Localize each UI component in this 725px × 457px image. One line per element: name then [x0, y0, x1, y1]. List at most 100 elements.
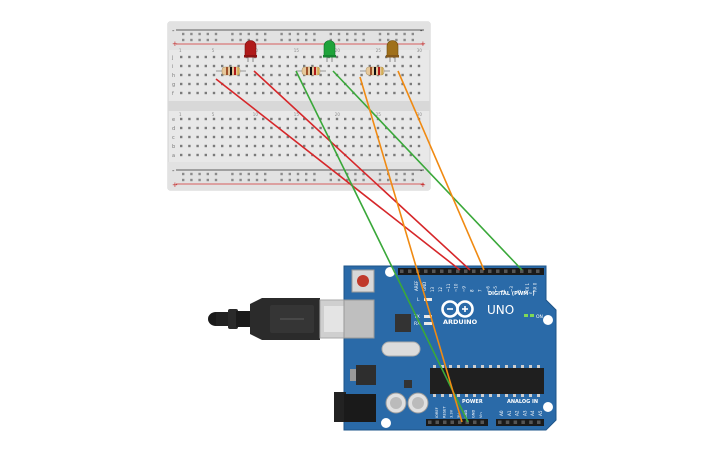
- terminal-hole: [253, 117, 257, 121]
- terminal-hole: [212, 91, 216, 95]
- terminal-hole: [270, 153, 273, 157]
- terminal-hole: [319, 126, 322, 130]
- analog-pin-socket[interactable]: [513, 420, 518, 425]
- terminal-hole: [204, 91, 207, 95]
- terminal-hole: [196, 135, 199, 139]
- digital-pin-socket[interactable]: [400, 269, 404, 274]
- terminal-hole: [286, 64, 289, 68]
- column-number: 25: [376, 48, 382, 53]
- terminal-hole: [335, 117, 339, 121]
- digital-pin-socket[interactable]: [504, 269, 508, 274]
- terminal-hole: [368, 91, 371, 95]
- digital-pin-socket[interactable]: [480, 269, 484, 274]
- terminal-hole: [401, 126, 404, 130]
- rail-hole: [354, 38, 357, 42]
- digital-pin-socket[interactable]: [512, 269, 516, 274]
- dc-power-jack: [334, 392, 346, 422]
- power-header: [426, 419, 488, 426]
- power-pin-label: 3.3V: [450, 409, 454, 418]
- terminal-hole: [286, 126, 289, 130]
- terminal-hole: [286, 91, 289, 95]
- terminal-hole: [376, 126, 380, 130]
- reset-button-cap[interactable]: [357, 275, 369, 287]
- terminal-hole: [262, 73, 265, 77]
- wires: [215, 70, 523, 423]
- power-pin-label: GND: [464, 410, 468, 418]
- digital-pin-socket[interactable]: [520, 269, 524, 274]
- digital-pin-socket[interactable]: [472, 269, 476, 274]
- terminal-hole: [327, 82, 330, 86]
- analog-pin-socket[interactable]: [521, 420, 525, 425]
- terminal-hole: [401, 73, 404, 77]
- analog-pin-socket[interactable]: [505, 420, 510, 425]
- mcu-pin: [521, 365, 524, 368]
- terminal-hole: [335, 64, 339, 68]
- analog-label: ANALOG IN: [507, 399, 538, 405]
- terminal-hole: [376, 55, 380, 59]
- power-pin-socket[interactable]: [435, 420, 440, 425]
- terminal-hole: [204, 153, 207, 157]
- terminal-hole: [294, 91, 298, 95]
- voltage-regulator: [356, 365, 376, 385]
- mcu-pin: [433, 394, 436, 397]
- power-pin-socket[interactable]: [480, 420, 485, 425]
- terminal-hole: [385, 82, 388, 86]
- terminal-hole: [262, 91, 265, 95]
- digital-pin-socket[interactable]: [432, 269, 436, 274]
- digital-pin-socket[interactable]: [408, 269, 412, 274]
- digital-pin-socket[interactable]: [528, 269, 532, 274]
- analog-pin-socket[interactable]: [537, 420, 541, 425]
- digital-pin-socket[interactable]: [456, 269, 460, 274]
- analog-pin-socket[interactable]: [498, 420, 502, 425]
- top-rail-plus-label: +: [172, 40, 178, 48]
- terminal-hole: [327, 126, 330, 130]
- rail-hole: [182, 172, 185, 176]
- terminal-hole: [352, 55, 355, 59]
- analog-pin-socket[interactable]: [529, 420, 533, 425]
- rail-hole: [337, 38, 341, 42]
- rail-hole: [255, 32, 259, 36]
- power-pin-socket[interactable]: [450, 420, 455, 425]
- rail-hole: [198, 178, 201, 182]
- wire-green-ground: [295, 70, 469, 423]
- terminal-hole: [319, 135, 322, 139]
- power-pin-socket[interactable]: [443, 420, 447, 425]
- rail-hole: [346, 32, 349, 36]
- mcu-pin: [441, 365, 444, 368]
- terminal-hole: [385, 73, 388, 77]
- digital-pin-socket[interactable]: [496, 269, 500, 274]
- rail-hole: [247, 172, 250, 176]
- terminal-hole: [188, 135, 191, 139]
- mcu-pin: [441, 394, 444, 397]
- digital-pin-label: ~3: [509, 286, 514, 292]
- digital-pin-socket[interactable]: [464, 269, 468, 274]
- power-pin-socket[interactable]: [428, 420, 432, 425]
- column-number: 15: [294, 48, 300, 53]
- terminal-hole: [229, 153, 232, 157]
- terminal-hole: [188, 144, 191, 148]
- power-pin-socket[interactable]: [473, 420, 477, 425]
- terminal-hole: [303, 64, 306, 68]
- digital-pin-socket[interactable]: [536, 269, 540, 274]
- terminal-hole: [385, 144, 388, 148]
- top-rail-minus-label-right: -: [420, 27, 423, 35]
- terminal-hole: [270, 117, 273, 121]
- breadboard: - + - + - + - + j i h g f e d c b a 1155…: [167, 21, 431, 191]
- digital-pin-socket[interactable]: [488, 269, 492, 274]
- power-pin-socket[interactable]: [458, 420, 462, 425]
- rail-hole: [231, 172, 234, 176]
- digital-pin-socket[interactable]: [440, 269, 444, 274]
- rail-hole: [280, 32, 283, 36]
- terminal-hole: [401, 144, 404, 148]
- digital-pin-label: ~11: [446, 283, 451, 292]
- terminal-hole: [237, 82, 240, 86]
- digital-pin-socket[interactable]: [424, 269, 428, 274]
- rail-hole: [403, 32, 406, 36]
- digital-pin-socket[interactable]: [448, 269, 452, 274]
- terminal-hole: [303, 144, 306, 148]
- terminal-hole: [204, 73, 207, 77]
- rail-hole: [329, 32, 332, 36]
- rail-hole: [411, 172, 414, 176]
- terminal-hole: [278, 82, 281, 86]
- column-number: 15: [294, 112, 300, 117]
